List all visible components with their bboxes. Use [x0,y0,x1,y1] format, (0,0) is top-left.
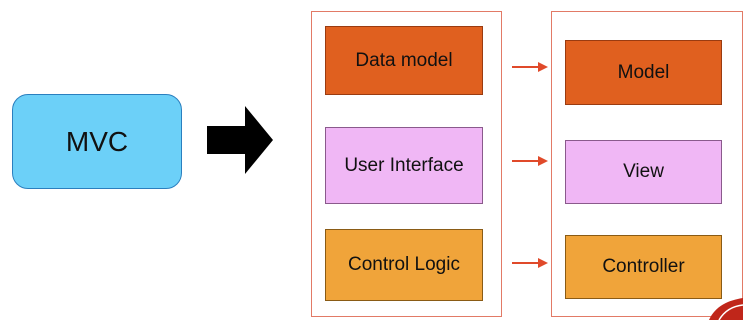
mvc-label: MVC [65,125,129,157]
component-view: View [565,140,722,204]
corner-logo-icon [709,298,743,320]
concept-data-model: Data model [325,26,483,95]
component-label: Model [617,61,670,83]
component-controller: Controller [565,235,722,299]
concept-user-interface: User Interface [325,127,483,204]
mapping-arrow-icon [512,62,548,72]
concept-label: Data model [355,49,453,71]
mapping-arrow-icon [512,156,548,166]
concept-control-logic: Control Logic [325,229,483,301]
component-model: Model [565,40,722,105]
component-label: Controller [602,256,685,277]
mapping-arrow-icon [512,258,548,268]
mvc-box: MVC [12,94,182,189]
right-arrow-icon [207,106,273,174]
concept-label: User Interface [344,154,464,176]
component-label: View [623,161,664,182]
concept-label: Control Logic [348,254,460,275]
